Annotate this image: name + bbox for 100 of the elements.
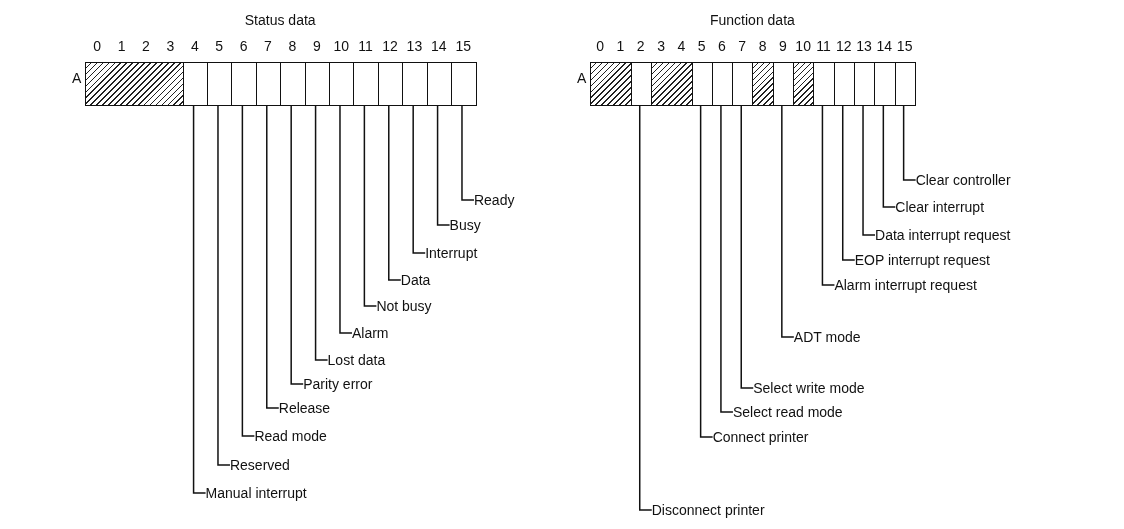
bit-number: 13: [856, 38, 872, 54]
bit-number: 6: [718, 38, 726, 54]
reserved-bit-cell: [793, 62, 815, 106]
leader-line: [314, 105, 329, 361]
leader-line: [902, 105, 917, 181]
bit-cell: [231, 62, 258, 106]
bit-label: Ready: [473, 192, 515, 208]
bit-cell: [772, 62, 795, 106]
leader-line: [363, 105, 378, 307]
bit-cell: [732, 62, 754, 106]
leader-line: [388, 105, 402, 281]
bit-number: 5: [215, 38, 224, 54]
leader-line: [842, 105, 856, 261]
bit-label: Connect printer: [712, 429, 809, 445]
bit-cell: [894, 62, 917, 106]
bit-label: Data interrupt request: [875, 227, 1011, 243]
bit-number: 4: [190, 38, 199, 54]
leader-line: [740, 105, 754, 389]
bit-number: 0: [596, 38, 605, 54]
bit-label: Select read mode: [732, 404, 843, 420]
bit-cell: [207, 62, 233, 106]
register-name: A: [577, 70, 587, 86]
bit-cell: [874, 62, 896, 106]
bit-label: Disconnect printer: [651, 502, 765, 518]
bit-label: Busy: [449, 217, 481, 233]
bit-number: 11: [816, 38, 831, 54]
bit-number: 0: [93, 38, 102, 54]
bit-number: 10: [333, 38, 349, 54]
bit-label: Reserved: [229, 457, 290, 473]
leader-line: [862, 105, 876, 236]
register-title: Function data: [709, 12, 795, 28]
bit-number: 3: [166, 38, 175, 54]
bit-cell: [329, 62, 355, 106]
bit-label: Parity error: [303, 376, 373, 392]
leader-line: [217, 105, 231, 466]
bit-number: 7: [264, 38, 272, 54]
bit-cell: [833, 62, 856, 106]
bit-cell: [711, 62, 734, 106]
leader-line: [821, 105, 836, 286]
bit-label: Select write mode: [753, 380, 865, 396]
bit-cell: [304, 62, 331, 106]
bit-cell: [353, 62, 380, 106]
bit-number: 5: [697, 38, 706, 54]
bit-number: 15: [455, 38, 471, 54]
bit-label: Alarm: [351, 325, 389, 341]
bit-label: Not busy: [376, 298, 432, 314]
reserved-bit-cell: [752, 62, 775, 106]
bit-cell: [813, 62, 836, 106]
bit-number: 2: [636, 38, 645, 54]
bit-number: 8: [288, 38, 297, 54]
reserved-bit-cell: [85, 62, 185, 106]
leader-line: [241, 105, 256, 437]
leader-line: [699, 105, 714, 438]
bit-label: ADT mode: [793, 329, 861, 345]
leader-line: [781, 105, 795, 338]
bit-number: 1: [117, 38, 126, 54]
bit-cell: [182, 62, 209, 106]
bit-cell: [402, 62, 429, 106]
bit-number: 2: [142, 38, 150, 54]
bit-label: Read mode: [254, 428, 327, 444]
bit-label: EOP interrupt request: [854, 252, 990, 268]
bit-label: Release: [278, 400, 331, 416]
bit-label: Lost data: [327, 352, 386, 368]
leader-line: [192, 105, 207, 494]
bit-cell: [691, 62, 714, 106]
bit-number: 12: [382, 38, 398, 54]
bit-number: 14: [876, 38, 893, 54]
bit-number: 10: [795, 38, 811, 54]
bit-label: Manual interrupt: [205, 485, 307, 501]
bit-label: Clear interrupt: [895, 199, 985, 215]
bit-label: Interrupt: [425, 245, 478, 261]
bit-label: Data: [400, 272, 431, 288]
bit-number: 14: [431, 38, 447, 54]
leader-line: [461, 105, 475, 201]
bit-cell: [630, 62, 653, 106]
bit-number: 12: [835, 38, 852, 54]
bit-number: 11: [358, 38, 373, 54]
bit-number: 15: [896, 38, 913, 54]
reserved-bit-cell: [650, 62, 693, 106]
bit-number: 4: [677, 38, 686, 54]
bit-number: 9: [312, 38, 321, 54]
bit-cell: [426, 62, 453, 106]
leader-line: [639, 105, 653, 511]
leader-line: [290, 105, 304, 385]
bit-label: Clear controller: [915, 172, 1011, 188]
register-title: Status data: [244, 12, 316, 28]
leader-line: [720, 105, 734, 413]
leader-line: [339, 105, 353, 334]
bit-number: 7: [738, 38, 747, 54]
bit-cell: [451, 62, 477, 106]
bit-number: 3: [657, 38, 665, 54]
leader-line: [412, 105, 426, 254]
reserved-bit-cell: [590, 62, 633, 106]
bit-number: 13: [406, 38, 423, 54]
register-name: A: [72, 70, 82, 86]
bit-number: 1: [616, 38, 625, 54]
bit-label: Alarm interrupt request: [834, 277, 977, 293]
bit-number: 6: [239, 38, 248, 54]
bit-cell: [377, 62, 404, 106]
leader-line: [436, 105, 451, 226]
